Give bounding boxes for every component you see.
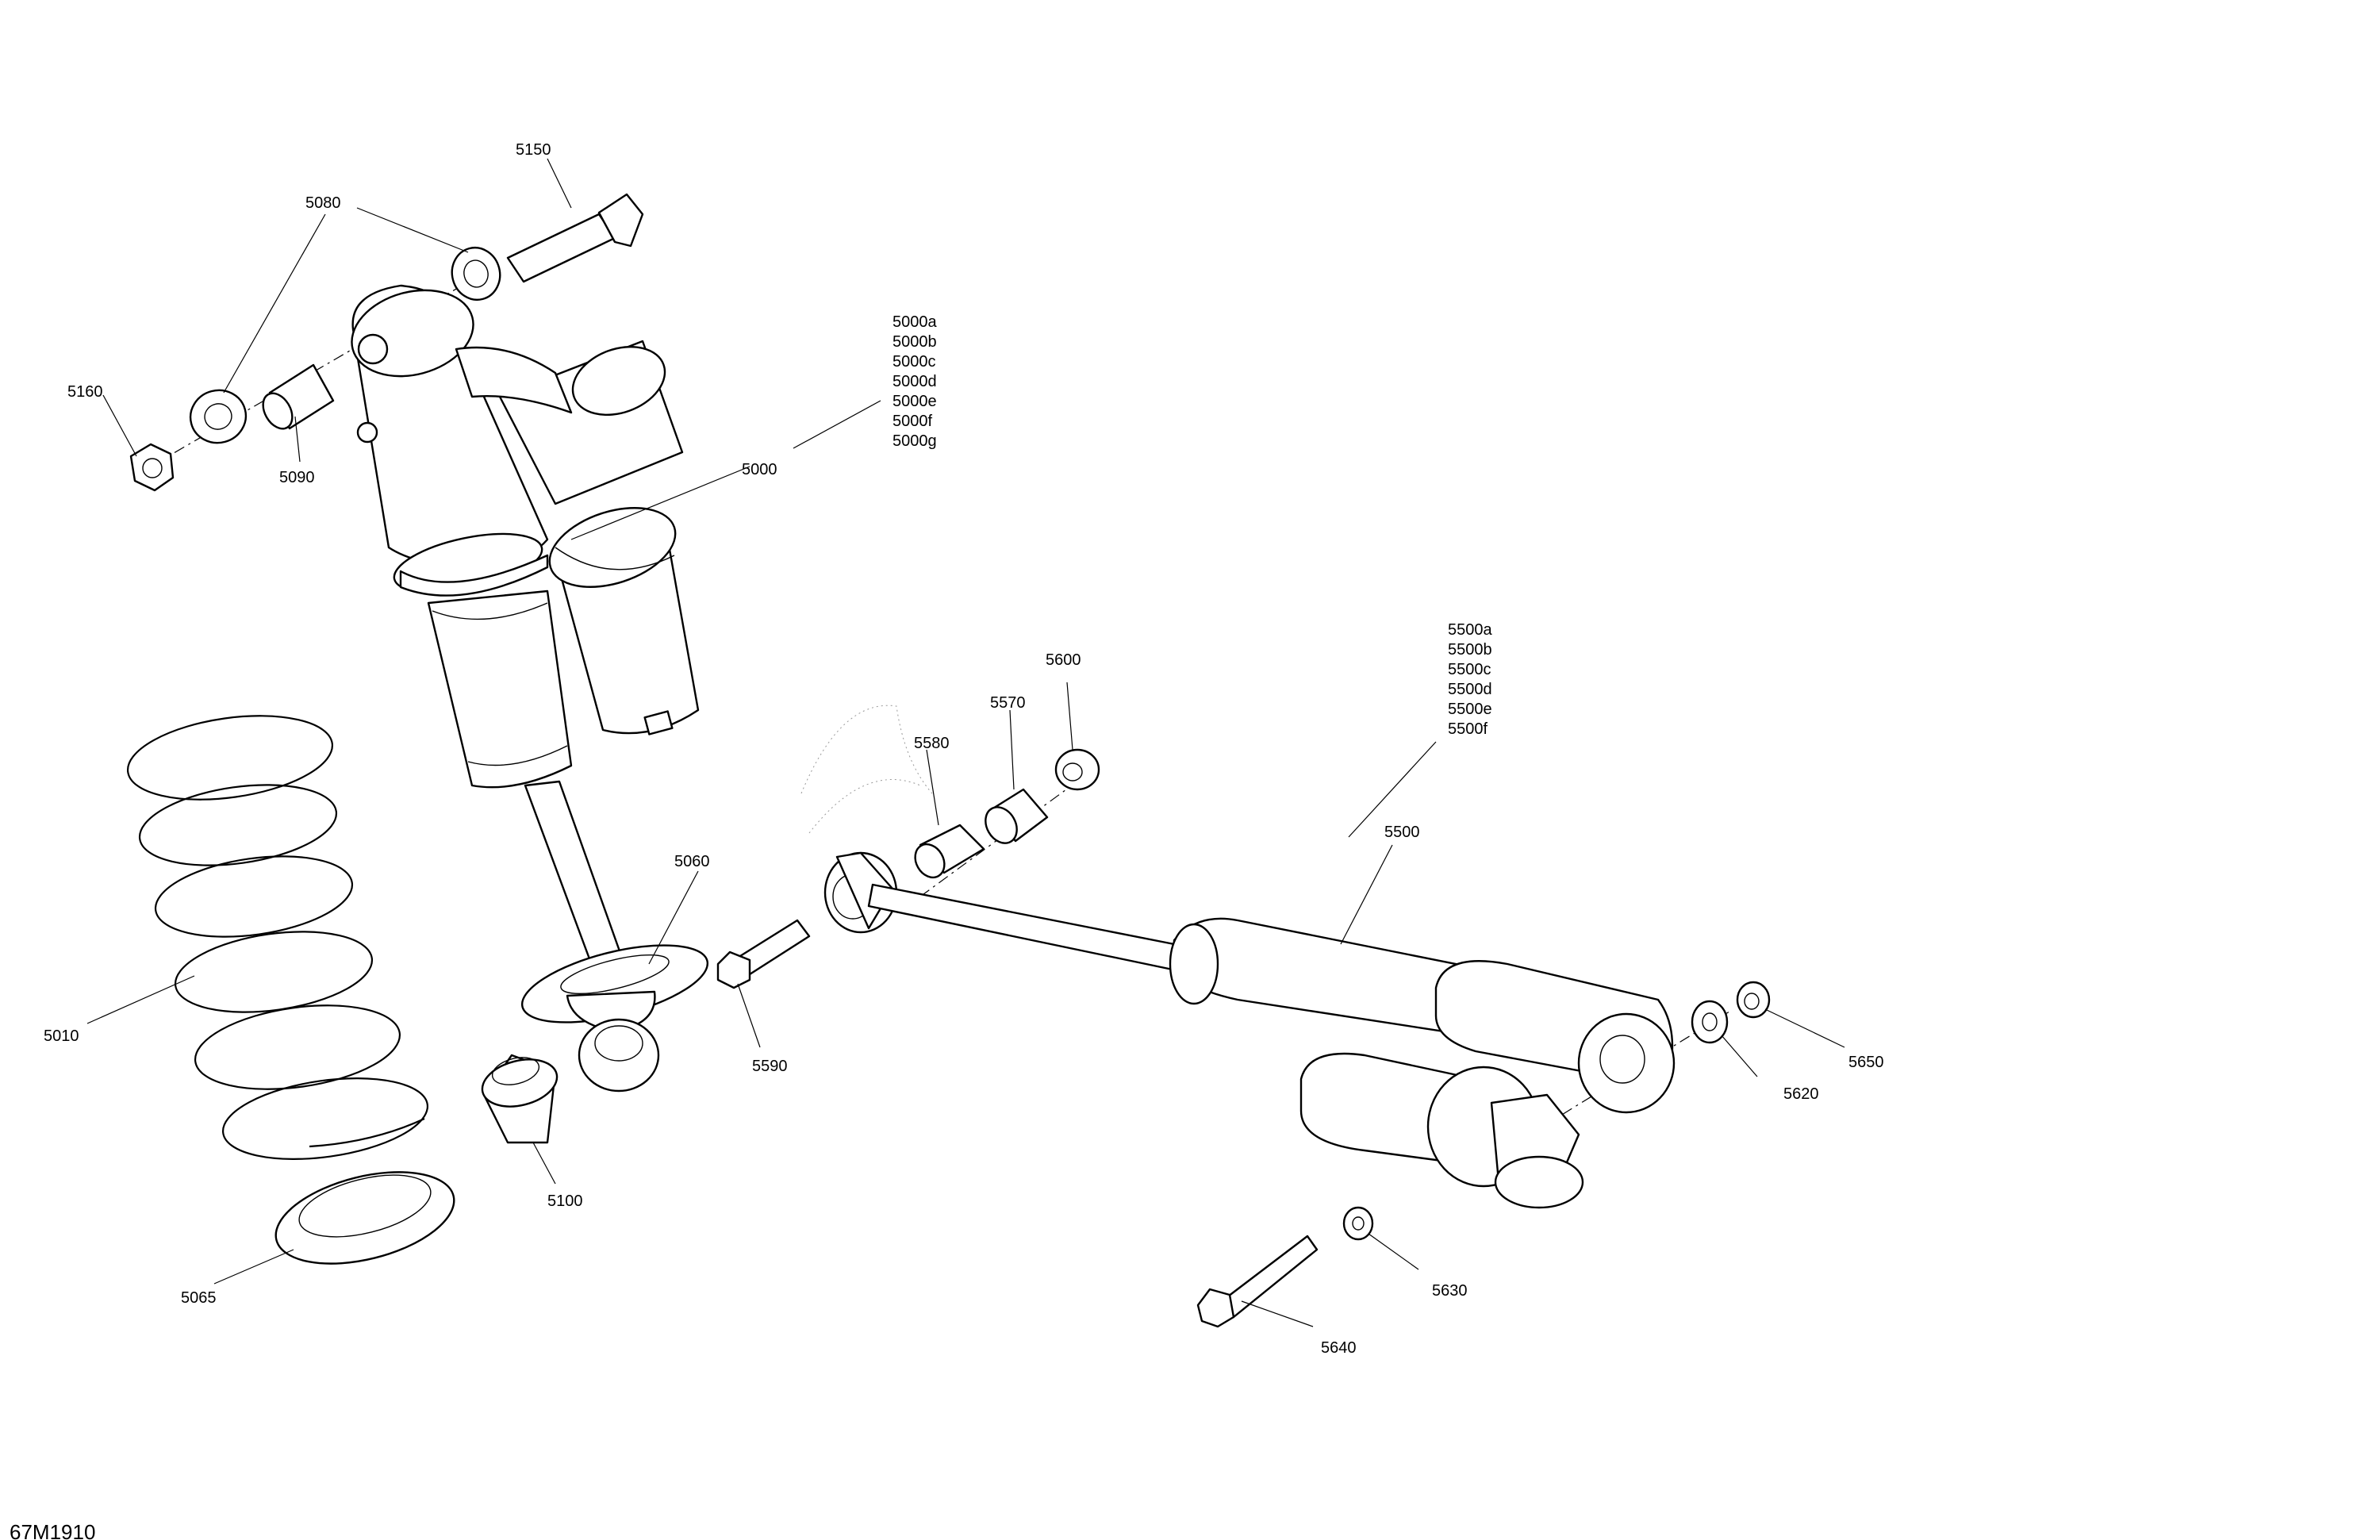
variant-5500e: 5500e [1448, 701, 1492, 718]
variant-5500d: 5500d [1448, 681, 1492, 698]
nut-5650 [1736, 981, 1771, 1019]
callout-5580: 5580 [914, 735, 950, 752]
front-shock-assembly [154, 267, 709, 1033]
callout-labels: 5150 5080 5160 5090 5000 5010 5060 5100 … [10, 141, 1884, 1540]
shock-body [351, 284, 573, 789]
leader-lines [86, 158, 1845, 1327]
callout-5650: 5650 [1848, 1054, 1884, 1071]
callout-5000: 5000 [742, 461, 777, 478]
callout-5060: 5060 [674, 853, 710, 870]
bolt-5640 [1196, 1235, 1319, 1328]
rear-shock-reservoir [1299, 1052, 1584, 1209]
rear-shock-body [1169, 917, 1676, 1114]
callout-5600: 5600 [1046, 651, 1081, 669]
bolt-5150 [506, 193, 644, 283]
coil-spring-5010 [126, 715, 429, 1160]
bushing-5570 [985, 788, 1049, 844]
nut-5600 [1054, 748, 1100, 791]
variant-5500b: 5500b [1448, 641, 1492, 659]
callout-5620: 5620 [1783, 1085, 1819, 1103]
variant-5000c: 5000c [892, 353, 936, 371]
callout-5090: 5090 [279, 469, 315, 486]
bushing-5080 [189, 246, 501, 444]
washer-5620 [1691, 1000, 1729, 1044]
variant-5500a: 5500a [1448, 621, 1492, 639]
variant-5000b: 5000b [892, 333, 937, 351]
spacer-5580 [914, 824, 985, 879]
variant-5000e: 5000e [892, 393, 937, 410]
bushing-5060 [578, 1018, 660, 1093]
callout-5065: 5065 [181, 1289, 217, 1307]
callout-5640: 5640 [1321, 1339, 1357, 1357]
callout-5500: 5500 [1384, 824, 1420, 841]
rear-shock-assembly [800, 705, 1730, 1209]
variant-list-5500: 5500a 5500b 5500c 5500d 5500e 5500f [1448, 621, 1492, 738]
callout-5630: 5630 [1432, 1282, 1468, 1300]
callout-5160: 5160 [67, 383, 103, 401]
nut-5160 [129, 443, 175, 492]
variant-5000d: 5000d [892, 373, 937, 390]
variant-5000a: 5000a [892, 313, 937, 331]
variant-5000f: 5000f [892, 413, 932, 430]
rear-shock-shaft [867, 883, 1176, 971]
bushing-5100 [481, 1054, 559, 1144]
washer-5630 [1342, 1206, 1374, 1241]
callout-5010: 5010 [44, 1027, 79, 1045]
callout-5570: 5570 [990, 694, 1026, 712]
figure-code: 67M1910 [10, 1520, 95, 1540]
callout-5590: 5590 [752, 1058, 788, 1075]
variant-list-5000: 5000a 5000b 5000c 5000d 5000e 5000f 5000… [892, 313, 937, 450]
bolt-5590 [716, 919, 811, 989]
variant-5500c: 5500c [1448, 661, 1491, 678]
variant-5000g: 5000g [892, 432, 937, 450]
shock-shaft [524, 780, 624, 971]
callout-5100: 5100 [547, 1192, 583, 1210]
spacer-5090 [262, 363, 335, 430]
spring-seat-5065 [274, 1171, 455, 1265]
callout-5150: 5150 [516, 141, 551, 159]
variant-5500f: 5500f [1448, 720, 1488, 738]
callout-5080: 5080 [305, 194, 341, 212]
